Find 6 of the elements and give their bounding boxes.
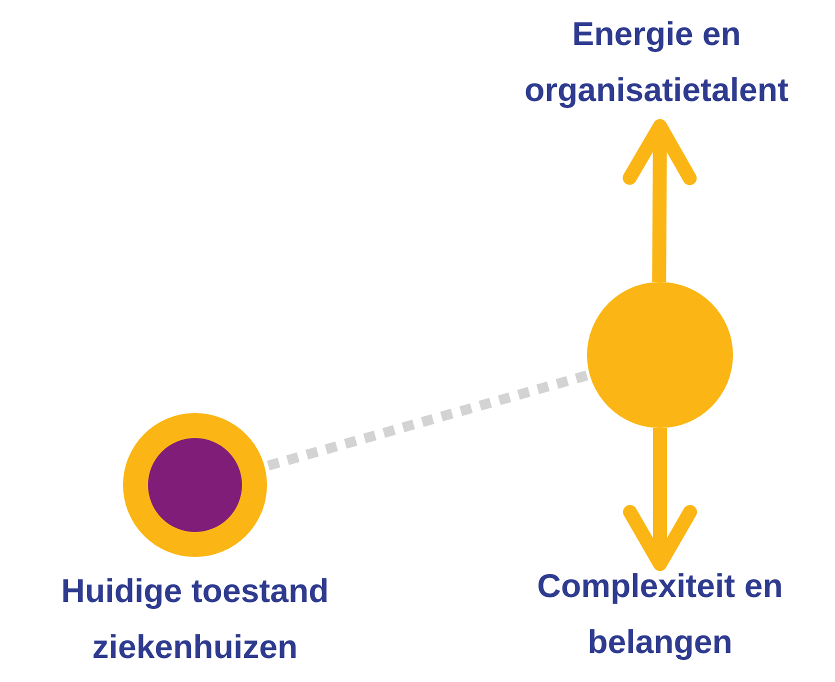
arrow: [623, 428, 697, 571]
arrow-label: Energie en organisatietalent: [523, 14, 790, 110]
arrow-label: Complexiteit en belangen: [536, 566, 784, 662]
arrow: [622, 119, 697, 282]
circle: [587, 282, 733, 428]
circle-label: Huidige toestand ziekenhuizen: [60, 571, 330, 667]
